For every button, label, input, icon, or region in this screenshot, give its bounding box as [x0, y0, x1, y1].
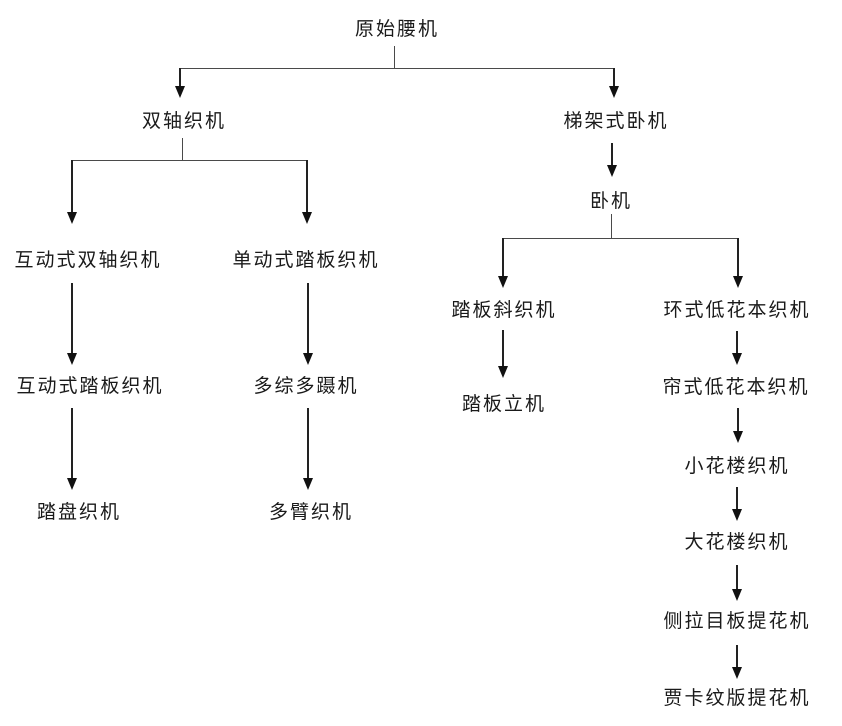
arrowhead-down-icon — [67, 478, 77, 490]
node-single-action-pedal: 单动式踏板织机 — [232, 249, 380, 271]
arrowhead-down-icon — [303, 478, 313, 490]
edge-ladder-to-horizontal — [611, 143, 613, 166]
node-small-flower-tower-loom: 小花楼织机 — [684, 455, 790, 477]
node-ladder-horizontal-loom: 梯架式卧机 — [563, 110, 669, 132]
edge-doubleaxis-hline — [72, 160, 308, 161]
edge-intdouble-to-intpedal — [71, 283, 73, 354]
node-pedal-slant-loom: 踏板斜织机 — [451, 299, 557, 321]
arrowhead-down-icon — [498, 366, 508, 378]
node-treadle-loom: 踏盘织机 — [36, 501, 122, 523]
arrowhead-down-icon — [732, 509, 742, 521]
edge-curtain-to-smalltower — [737, 408, 739, 432]
node-ring-low-pattern-loom: 环式低花本织机 — [663, 299, 811, 321]
arrowhead-down-icon — [302, 212, 312, 224]
edge-doubleaxis-left-stem — [71, 160, 73, 213]
arrowhead-down-icon — [607, 165, 617, 177]
arrowhead-down-icon — [303, 353, 313, 365]
arrowhead-down-icon — [732, 353, 742, 365]
edge-root-right-stem — [613, 68, 615, 88]
edge-single-to-multiheddle — [307, 283, 309, 354]
edge-horizontal-stub — [611, 214, 612, 238]
node-double-axis-loom: 双轴织机 — [141, 110, 227, 132]
node-jacquard-card-machine: 贾卡纹版提花机 — [663, 687, 811, 709]
arrowhead-down-icon — [609, 86, 619, 98]
edge-root-left-stem — [179, 68, 181, 88]
edge-root-stub — [394, 46, 395, 68]
edge-doubleaxis-right-stem — [306, 160, 308, 213]
node-interactive-pedal-loom: 互动式踏板织机 — [16, 375, 164, 397]
edge-sidepull-to-jacquard — [736, 645, 738, 668]
edge-root-hline — [180, 68, 615, 69]
edge-multiheddle-to-dobby — [307, 408, 309, 479]
node-curtain-low-pattern-loom: 帘式低花本织机 — [662, 376, 810, 398]
arrowhead-down-icon — [733, 431, 743, 443]
node-interactive-double-axis: 互动式双轴织机 — [14, 249, 162, 271]
edge-intpedal-to-treadle — [71, 408, 73, 479]
edge-horizontal-right-stem — [737, 238, 739, 277]
edge-horizontal-left-stem — [502, 238, 504, 277]
edge-doubleaxis-stub — [182, 138, 183, 160]
arrowhead-down-icon — [175, 86, 185, 98]
edge-large-to-sidepull — [736, 565, 738, 590]
edge-small-to-largetower — [736, 487, 738, 510]
node-large-flower-tower-loom: 大花楼织机 — [684, 531, 790, 553]
arrowhead-down-icon — [733, 276, 743, 288]
node-multi-heddle-treadle: 多综多蹑机 — [253, 375, 359, 397]
arrowhead-down-icon — [498, 276, 508, 288]
edge-slant-to-vertical — [502, 330, 504, 367]
node-horizontal-loom: 卧机 — [589, 190, 633, 212]
arrowhead-down-icon — [67, 212, 77, 224]
node-pedal-vertical-loom: 踏板立机 — [461, 393, 547, 415]
edge-horizontal-hline — [503, 238, 738, 239]
node-side-pull-jacquard: 侧拉目板提花机 — [663, 610, 811, 632]
arrowhead-down-icon — [67, 353, 77, 365]
arrowhead-down-icon — [732, 589, 742, 601]
node-primitive-waist-loom: 原始腰机 — [354, 18, 440, 40]
edge-ring-to-curtain — [736, 331, 738, 354]
arrowhead-down-icon — [732, 667, 742, 679]
node-dobby-loom: 多臂织机 — [268, 501, 354, 523]
